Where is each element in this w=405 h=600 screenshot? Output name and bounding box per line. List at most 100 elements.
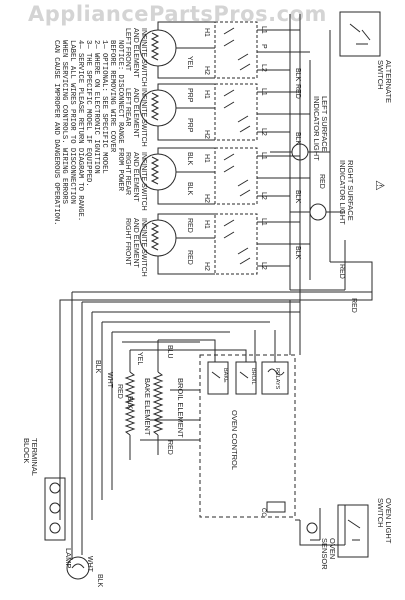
element-label: INFINITE SWITCH bbox=[140, 88, 147, 147]
wire bbox=[157, 83, 310, 141]
wire-color-label: RED bbox=[350, 298, 357, 313]
right-indicator-label: RIGHT SURFACE bbox=[346, 160, 355, 221]
alternate-switch-label: SWITCH bbox=[376, 60, 385, 90]
notice-line: WHEN SERVICING CONTROLS. WIRING ERRORS bbox=[60, 40, 68, 204]
terminal-label-h1: H1 bbox=[203, 28, 210, 37]
element-label: RIGHT REAR bbox=[124, 152, 131, 195]
oven-sensor-connector bbox=[266, 501, 286, 513]
element-label: AND ELEMENT bbox=[132, 152, 139, 203]
wire-color-label: WHT bbox=[86, 556, 93, 573]
element-coil-zigzag bbox=[150, 92, 160, 121]
terminal-label-h2: H2 bbox=[203, 130, 210, 139]
oven-section bbox=[44, 291, 372, 580]
wire bbox=[157, 213, 310, 275]
element-label: AND ELEMENT bbox=[132, 218, 139, 269]
notice-line: NOTICE: DISCONNECT RANGE FROM POWER bbox=[116, 40, 124, 192]
relay-label: RELAYS bbox=[274, 368, 280, 390]
alternate-switch-contacts bbox=[349, 23, 371, 45]
wire-color-label: RED bbox=[116, 384, 123, 399]
switch-contacts bbox=[223, 153, 251, 197]
notice-line: LABEL ALL WIRES PRIOR TO DISCONNECTION bbox=[68, 40, 76, 204]
terminal-block-label: TERMINAL bbox=[30, 438, 39, 476]
notice-block: NOTICE: DISCONNECT RANGE FROM POWER BEFO… bbox=[52, 40, 124, 225]
oven-sensor-label: OVEN bbox=[328, 538, 337, 559]
caution-icon: ⚠ bbox=[373, 180, 387, 191]
terminal-block-label: BLOCK bbox=[22, 438, 31, 463]
wire-color-label: RED bbox=[186, 250, 193, 265]
element-row-right-front bbox=[139, 213, 310, 275]
wire bbox=[157, 21, 310, 79]
terminal-label-h1: H1 bbox=[203, 90, 210, 99]
switch-contacts bbox=[223, 27, 251, 71]
terminal-label-h1: H1 bbox=[203, 220, 210, 229]
element-label: INFINITE SWITCH bbox=[140, 28, 147, 87]
terminal-label-l2: L2 bbox=[260, 64, 267, 72]
lamp-label: LAMP bbox=[64, 548, 73, 568]
oven-control-label: OVEN CONTROL bbox=[230, 410, 239, 470]
terminal-label-l1: L1 bbox=[260, 88, 267, 96]
wire-color-label: BLK bbox=[294, 190, 301, 204]
right-labels: ALTERNATE SWITCH LEFT SURFACE INDICATOR … bbox=[312, 60, 393, 225]
alternate-switch-label: ALTERNATE bbox=[384, 60, 393, 103]
bake-element-icon bbox=[124, 371, 136, 436]
wire-color-label: BLK bbox=[294, 68, 301, 82]
notice-line: 1— OPTIONAL: SEE SPECIFIC MODEL bbox=[100, 40, 108, 174]
notice-line: BEFORE REMOVING WIRE COVER bbox=[108, 40, 116, 153]
wire-color-label: RED bbox=[186, 218, 193, 233]
wire-color-label: BLK bbox=[294, 246, 301, 260]
terminal-label-l2: L2 bbox=[260, 262, 267, 270]
surface-elements bbox=[59, 11, 381, 520]
terminal-block-box bbox=[44, 477, 66, 541]
relay-labels: BAKE BROIL RELAYS bbox=[222, 368, 280, 390]
wire-color-label: RED bbox=[294, 84, 301, 99]
element-terminal-labels: H1 H2 L1 P L2 H1 H2 L1 L2 H1 H2 L1 L2 H1… bbox=[203, 26, 267, 271]
wire-color-label: RED bbox=[338, 264, 345, 279]
element-row-right-rear bbox=[139, 147, 310, 205]
element-labels: INFINITE SWITCH AND ELEMENT LEFT FRONT I… bbox=[124, 28, 147, 277]
element-label: LEFT REAR bbox=[124, 88, 131, 126]
terminal-label-l2: L2 bbox=[260, 192, 267, 200]
element-label: AND ELEMENT bbox=[132, 88, 139, 139]
oven-light-switch-label: SWITCH bbox=[376, 498, 385, 528]
element-wire-labels: YEL PRP PRP BLK BLK RED RED BLK RED BLK … bbox=[186, 56, 345, 279]
terminal-screw-icon bbox=[49, 502, 61, 514]
terminal-screw-icon bbox=[49, 522, 61, 534]
relay-contacts bbox=[211, 368, 285, 379]
wire-color-label: BLK bbox=[186, 182, 193, 196]
wire-color-label: BLK bbox=[294, 132, 301, 146]
wire-color-label: WHT bbox=[106, 372, 113, 389]
element-label: LEFT FRONT bbox=[124, 28, 131, 72]
wire-color-label: YEL bbox=[136, 352, 143, 365]
element-coil-zigzag bbox=[150, 222, 160, 251]
switch-contacts bbox=[223, 89, 251, 133]
lamp-filament bbox=[71, 563, 85, 569]
oven-labels: OVEN CONTROL BROIL ELEMENT BAKE ELEMENT … bbox=[22, 378, 393, 570]
terminal-label-h2: H2 bbox=[203, 66, 210, 75]
terminal-screw-icon bbox=[49, 482, 61, 494]
oven-light-switch-box bbox=[337, 504, 369, 558]
cc-label: CC bbox=[260, 508, 266, 517]
infinite-switch-box bbox=[214, 83, 258, 141]
oven-control-box bbox=[199, 354, 296, 518]
alternate-switch-box bbox=[339, 11, 381, 57]
wire-color-label: PRP bbox=[186, 118, 193, 133]
relay-label: BAKE bbox=[222, 368, 228, 383]
terminal-label-h1: H1 bbox=[203, 154, 210, 163]
broil-element-label: BROIL ELEMENT bbox=[176, 378, 185, 438]
element-row-left-front bbox=[139, 21, 310, 79]
oven-light-switch-label: OVEN LIGHT bbox=[384, 498, 393, 544]
terminal-label-l1: L1 bbox=[260, 26, 267, 34]
terminal-label-h2: H2 bbox=[203, 262, 210, 271]
switch-contacts bbox=[223, 219, 251, 265]
wire-color-label: RED bbox=[318, 174, 325, 189]
element-label: RIGHT FRONT bbox=[124, 218, 131, 266]
oven-sensor-icon bbox=[306, 522, 318, 534]
terminal-label-l1: L1 bbox=[260, 218, 267, 226]
notice-line: CAN CAUSE IMPROPER AND DANGEROUS OPERATI… bbox=[52, 40, 60, 225]
wire-color-label: RED bbox=[166, 440, 173, 455]
terminal-label-l2: L2 bbox=[260, 128, 267, 136]
wire-color-label: BLK bbox=[96, 574, 103, 588]
element-label: INFINITE SWITCH bbox=[140, 218, 147, 277]
infinite-switch-box bbox=[214, 21, 258, 79]
notice-line: 2— WHERE ON ELECTRONIC IGNITION bbox=[92, 40, 100, 174]
